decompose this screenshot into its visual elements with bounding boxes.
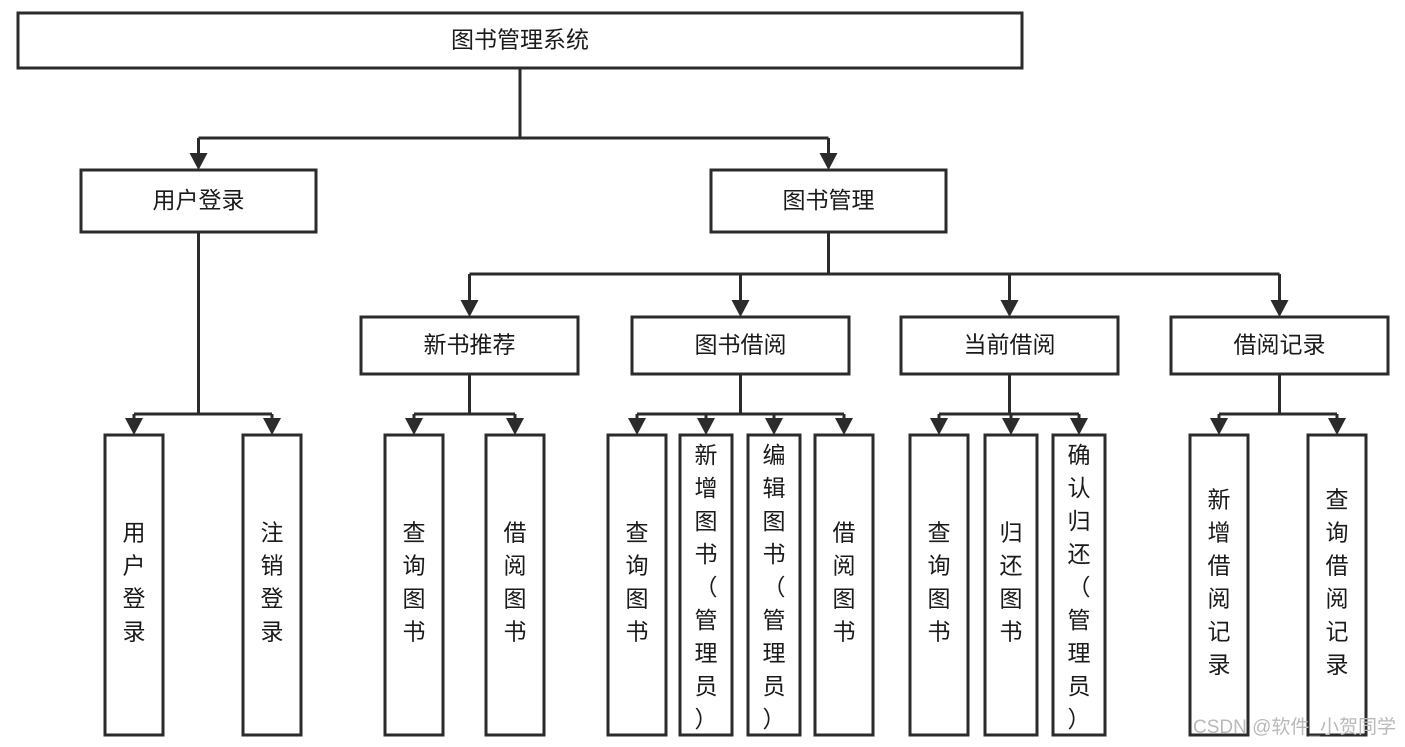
arrow-head-icon <box>835 418 853 435</box>
arrow-head-icon <box>263 418 281 435</box>
node-label-borrow_record: 借阅记录 <box>1234 332 1326 358</box>
node-label-root: 图书管理系统 <box>451 27 589 53</box>
leaf-query-book-bor-box <box>606 433 668 737</box>
leaf-query-record-box <box>1306 433 1368 737</box>
leaf-logout[interactable]: 注销登录 <box>241 433 303 737</box>
leaf-logout-label: 注销登录 <box>261 520 284 645</box>
arrow-head-icon <box>1000 300 1019 317</box>
arrow-head-icon <box>697 418 715 435</box>
leaf-return-book-box <box>983 433 1039 737</box>
node-box-root <box>16 11 1024 70</box>
arrow-head-icon <box>1210 418 1228 435</box>
arrow-head-icon <box>930 418 948 435</box>
node-box-borrow_record <box>1169 315 1390 376</box>
leaf-query-book-bor[interactable]: 查询图书 <box>606 433 668 737</box>
arrow-head-icon <box>1002 418 1020 435</box>
leaf-user-login-box <box>103 433 165 737</box>
leaf-query-book-cur[interactable]: 查询图书 <box>908 433 970 737</box>
leaf-add-book-label: 新增图书（管理员） <box>695 442 718 732</box>
leaf-query-book-rec[interactable]: 查询图书 <box>383 433 445 737</box>
node-borrow_record[interactable]: 借阅记录 <box>1169 315 1390 376</box>
arrow-head-icon <box>125 418 143 435</box>
arrow-head-icon <box>628 418 646 435</box>
node-label-user_login: 用户登录 <box>153 187 245 213</box>
node-label-current_borrow: 当前借阅 <box>964 332 1056 358</box>
leaf-confirm-return[interactable]: 确认归还（管理员） <box>1051 433 1107 737</box>
leaf-query-book-cur-box <box>908 433 970 737</box>
arrow-head-icon <box>460 300 479 317</box>
node-label-new_book_rec: 新书推荐 <box>424 332 516 358</box>
leaf-borrow-book-bor-label: 借阅图书 <box>833 520 856 645</box>
leaf-confirm-return-label: 确认归还（管理员） <box>1068 442 1091 732</box>
arrow-head-icon <box>1070 418 1088 435</box>
leaf-add-book[interactable]: 新增图书（管理员） <box>678 433 734 737</box>
node-box-book_borrow <box>630 315 851 376</box>
leaf-return-book[interactable]: 归还图书 <box>983 433 1039 737</box>
arrow-head-icon <box>405 418 423 435</box>
arrow-head-icon <box>1328 418 1346 435</box>
node-box-current_borrow <box>899 315 1120 376</box>
leaf-query-record-label: 查询借阅记录 <box>1326 487 1349 678</box>
leaf-edit-book-label: 编辑图书（管理员） <box>763 442 786 732</box>
arrow-head-icon <box>1270 300 1289 317</box>
node-book_borrow[interactable]: 图书借阅 <box>630 315 851 376</box>
leaf-query-book-bor-label: 查询图书 <box>626 520 649 645</box>
leaf-query-record[interactable]: 查询借阅记录 <box>1306 433 1368 737</box>
leaf-query-book-rec-label: 查询图书 <box>403 520 426 645</box>
node-root[interactable]: 图书管理系统 <box>16 11 1024 70</box>
leaf-add-book-box <box>678 433 734 737</box>
leaf-add-record[interactable]: 新增借阅记录 <box>1188 433 1250 737</box>
node-label-book_borrow: 图书借阅 <box>695 332 787 358</box>
arrow-head-icon <box>765 418 783 435</box>
leaf-borrow-book-rec[interactable]: 借阅图书 <box>484 433 546 737</box>
leaf-return-book-label: 归还图书 <box>1000 520 1023 645</box>
node-label-book_mgmt: 图书管理 <box>783 187 875 213</box>
leaf-query-book-rec-box <box>383 433 445 737</box>
leaf-logout-box <box>241 433 303 737</box>
node-user_login[interactable]: 用户登录 <box>79 168 318 234</box>
connector-layer <box>125 68 1346 435</box>
leaf-borrow-book-rec-box <box>484 433 546 737</box>
node-new_book_rec[interactable]: 新书推荐 <box>359 315 580 376</box>
arrow-head-icon <box>189 153 208 170</box>
leaf-user-login-label: 用户登录 <box>123 520 146 645</box>
node-box-new_book_rec <box>359 315 580 376</box>
leaf-borrow-book-bor[interactable]: 借阅图书 <box>813 433 875 737</box>
leaf-add-record-box <box>1188 433 1250 737</box>
node-box-user_login <box>79 168 318 234</box>
leaf-query-book-cur-label: 查询图书 <box>928 520 951 645</box>
leaf-borrow-book-bor-box <box>813 433 875 737</box>
leaf-add-record-label: 新增借阅记录 <box>1208 487 1231 678</box>
leaf-edit-book[interactable]: 编辑图书（管理员） <box>746 433 802 737</box>
csdn-watermark: CSDN @软件_小贺同学 <box>1193 716 1396 738</box>
arrow-head-icon <box>731 300 750 317</box>
node-book_mgmt[interactable]: 图书管理 <box>709 168 948 234</box>
leaf-user-login[interactable]: 用户登录 <box>103 433 165 737</box>
leaf-confirm-return-box <box>1051 433 1107 737</box>
leaf-edit-book-box <box>746 433 802 737</box>
arrow-head-icon <box>506 418 524 435</box>
node-box-book_mgmt <box>709 168 948 234</box>
arrow-head-icon <box>819 153 838 170</box>
node-layer: 图书管理系统用户登录图书管理新书推荐图书借阅当前借阅借阅记录用户登录注销登录查询… <box>16 11 1390 737</box>
leaf-borrow-book-rec-label: 借阅图书 <box>504 520 527 645</box>
node-current_borrow[interactable]: 当前借阅 <box>899 315 1120 376</box>
